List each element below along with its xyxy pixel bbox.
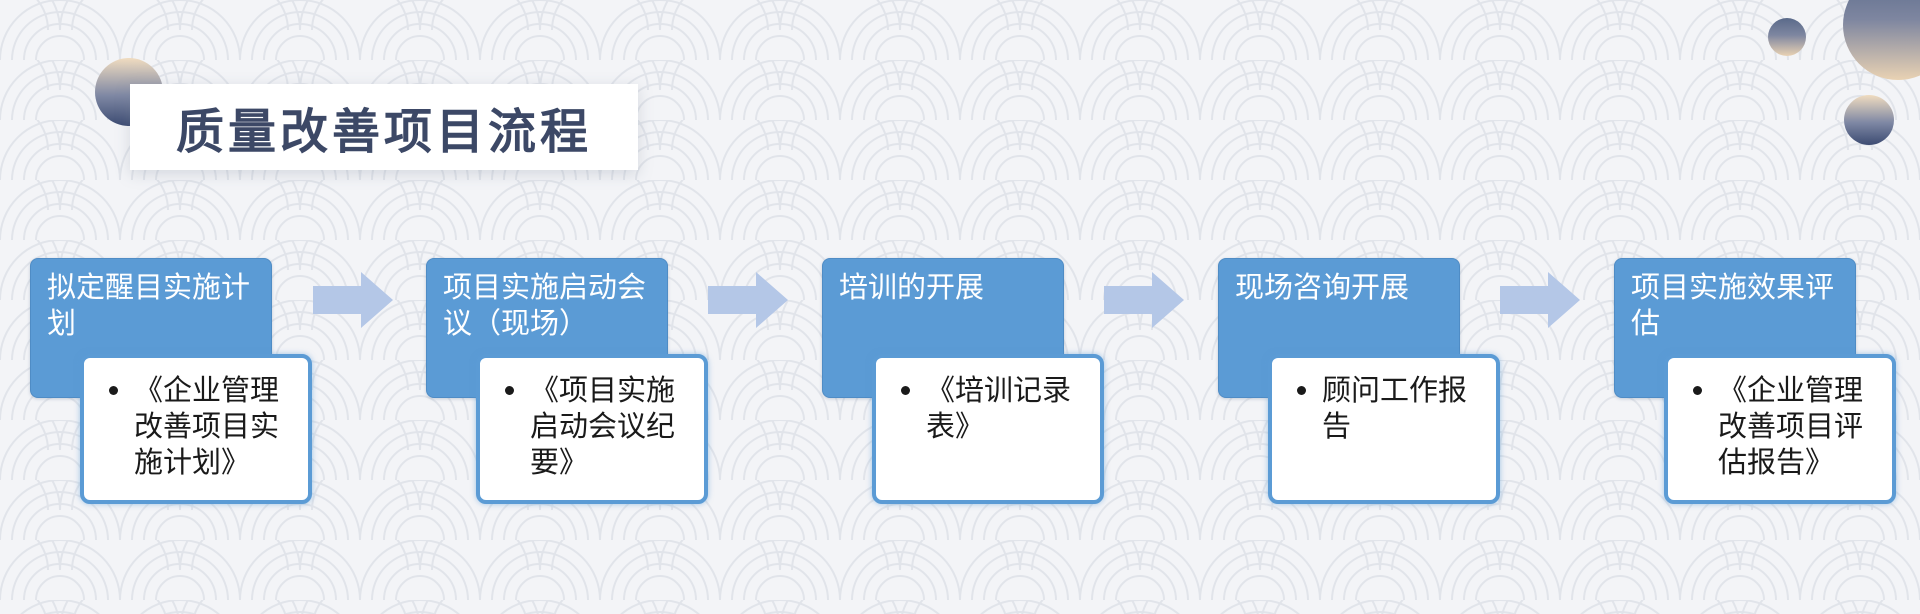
right-arrow-icon bbox=[313, 272, 393, 328]
step-detail-item: 顾问工作报告 bbox=[1322, 372, 1488, 444]
step-detail-card: 《培训记录表》 bbox=[872, 354, 1104, 504]
right-arrow-icon bbox=[708, 272, 788, 328]
decorative-circle bbox=[1844, 95, 1894, 145]
right-arrow-icon bbox=[1104, 272, 1184, 328]
title-banner: 质量改善项目流程 bbox=[130, 84, 638, 170]
right-arrow-icon bbox=[1500, 272, 1580, 328]
step-detail-item: 《企业管理改善项目实施计划》 bbox=[134, 372, 300, 480]
decorative-circle bbox=[1768, 18, 1806, 56]
step-detail-card: 《企业管理改善项目评估报告》 bbox=[1664, 354, 1896, 504]
step-detail-card: 《企业管理改善项目实施计划》 bbox=[80, 354, 312, 504]
step-head-label: 培训的开展 bbox=[839, 270, 985, 304]
step-head-label: 现场咨询开展 bbox=[1235, 270, 1410, 304]
step-detail-item: 《培训记录表》 bbox=[926, 372, 1092, 444]
step-detail-item: 《项目实施启动会议纪要》 bbox=[530, 372, 696, 480]
step-head-label: 项目实施效果评估 bbox=[1631, 270, 1835, 340]
step-head-label: 拟定醒目实施计划 bbox=[47, 270, 251, 340]
page-title: 质量改善项目流程 bbox=[175, 104, 592, 160]
step-detail-item: 《企业管理改善项目评估报告》 bbox=[1718, 372, 1884, 480]
step-detail-card: 《项目实施启动会议纪要》 bbox=[476, 354, 708, 504]
step-detail-card: 顾问工作报告 bbox=[1268, 354, 1500, 504]
step-head-label: 项目实施启动会议（现场） bbox=[443, 270, 647, 340]
